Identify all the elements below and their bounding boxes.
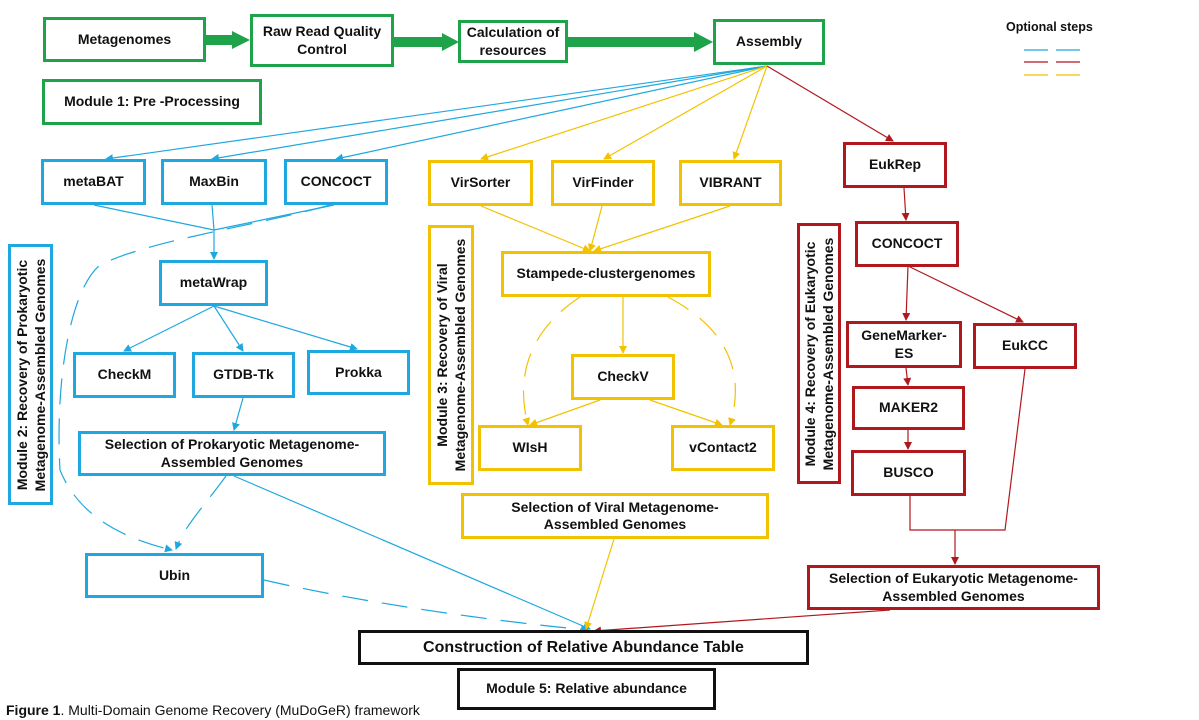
construction-label: Construction of Relative Abundance Table [423,638,744,656]
prokka-label: Prokka [335,363,382,380]
module4-label-box: Module 4: Recovery of Eukaryotic Metagen… [797,223,841,484]
gtdbtk-label: GTDB-Tk [213,366,274,383]
concoct-eukaryotic-node: CONCOCT [855,221,959,267]
checkm-label: CheckM [97,366,152,383]
virfinder-node: VirFinder [551,160,655,206]
vcontact2-node: vContact2 [671,425,775,471]
concoct-prokaryotic-label: CONCOCT [300,173,372,190]
selection-prokaryotic-node: Selection of Prokaryotic Metagenome-Asse… [78,431,386,476]
legend-title: Optional steps [1006,20,1093,34]
metabat-node: metaBAT [41,159,146,205]
legend-dashes [1024,49,1080,76]
wish-node: WIsH [478,425,582,471]
eukrep-label: EukRep [868,156,922,173]
stampede-label: Stampede-clustergenomes [516,265,696,282]
selection-viral-node: Selection of Viral Metagenome-Assembled … [461,493,769,539]
module5-label-box: Module 5: Relative abundance [457,668,716,710]
module3-label: Module 3: Recovery of Viral Metagenome-A… [433,238,468,472]
maker2-label: MAKER2 [878,399,939,416]
gtdbtk-node: GTDB-Tk [192,352,295,398]
module3-label-box: Module 3: Recovery of Viral Metagenome-A… [428,225,474,485]
eukcc-node: EukCC [973,323,1077,369]
metawrap-label: metaWrap [179,274,248,291]
virsorter-label: VirSorter [450,174,511,191]
viral-connectors [480,65,768,630]
busco-node: BUSCO [851,450,966,496]
module5-label: Module 5: Relative abundance [486,680,687,697]
eukcc-label: EukCC [1002,337,1048,354]
module1-label-box: Module 1: Pre -Processing [42,79,262,125]
checkv-node: CheckV [571,354,675,400]
figure-caption-label: Figure 1 [6,702,61,718]
assembly-label: Assembly [735,33,803,50]
metawrap-node: metaWrap [159,260,268,306]
prokaryotic-optional-connectors [58,204,589,634]
concoct-eukaryotic-label: CONCOCT [871,235,943,252]
maker2-node: MAKER2 [852,386,965,430]
selection-prokaryotic-label: Selection of Prokaryotic Metagenome-Asse… [104,436,360,470]
genemarker-label: GeneMarker-ES [861,327,947,361]
module1-label: Module 1: Pre -Processing [64,93,240,110]
maxbin-node: MaxBin [161,159,267,205]
prokaryotic-connectors [93,65,768,630]
raw-read-qc-node: Raw Read Quality Control [250,14,394,67]
vibrant-label: VIBRANT [699,174,762,191]
raw-read-qc-label: Raw Read Quality Control [262,23,382,57]
module2-label-box: Module 2: Recovery of Prokaryotic Metage… [8,244,53,505]
assembly-node: Assembly [713,19,825,65]
virsorter-node: VirSorter [428,160,533,206]
metabat-label: metaBAT [63,173,124,190]
module4-label: Module 4: Recovery of Eukaryotic Metagen… [801,237,836,470]
construction-node: Construction of Relative Abundance Table [358,630,809,665]
calc-resources-label: Calculation of resources [466,24,560,58]
eukrep-node: EukRep [843,142,947,188]
virfinder-label: VirFinder [572,174,634,191]
maxbin-label: MaxBin [189,173,239,190]
preprocessing-arrows [206,31,713,52]
metagenomes-label: Metagenomes [77,30,172,47]
wish-label: WIsH [512,439,548,456]
selection-viral-label: Selection of Viral Metagenome-Assembled … [511,498,719,533]
figure-caption: Figure 1. Multi-Domain Genome Recovery (… [6,702,420,718]
figure-caption-text: . Multi-Domain Genome Recovery (MuDoGeR)… [60,702,420,718]
metagenomes-node: Metagenomes [43,17,206,62]
calc-resources-node: Calculation of resources [458,20,568,63]
vcontact2-label: vContact2 [689,439,757,456]
selection-eukaryotic-label: Selection of Eukaryotic Metagenome-Assem… [829,570,1078,604]
prokka-node: Prokka [307,350,410,395]
ubin-node: Ubin [85,553,264,598]
viral-optional-connectors [522,296,736,426]
genemarker-node: GeneMarker-ES [846,321,962,368]
checkv-label: CheckV [597,368,649,385]
ubin-label: Ubin [158,566,191,583]
checkm-node: CheckM [73,352,176,398]
eukaryotic-connectors [593,65,1026,635]
module2-label: Module 2: Recovery of Prokaryotic Metage… [13,258,48,491]
stampede-node: Stampede-clustergenomes [501,251,711,297]
vibrant-node: VIBRANT [679,160,782,206]
selection-eukaryotic-node: Selection of Eukaryotic Metagenome-Assem… [807,565,1100,610]
busco-label: BUSCO [883,464,934,481]
concoct-prokaryotic-node: CONCOCT [284,159,388,205]
